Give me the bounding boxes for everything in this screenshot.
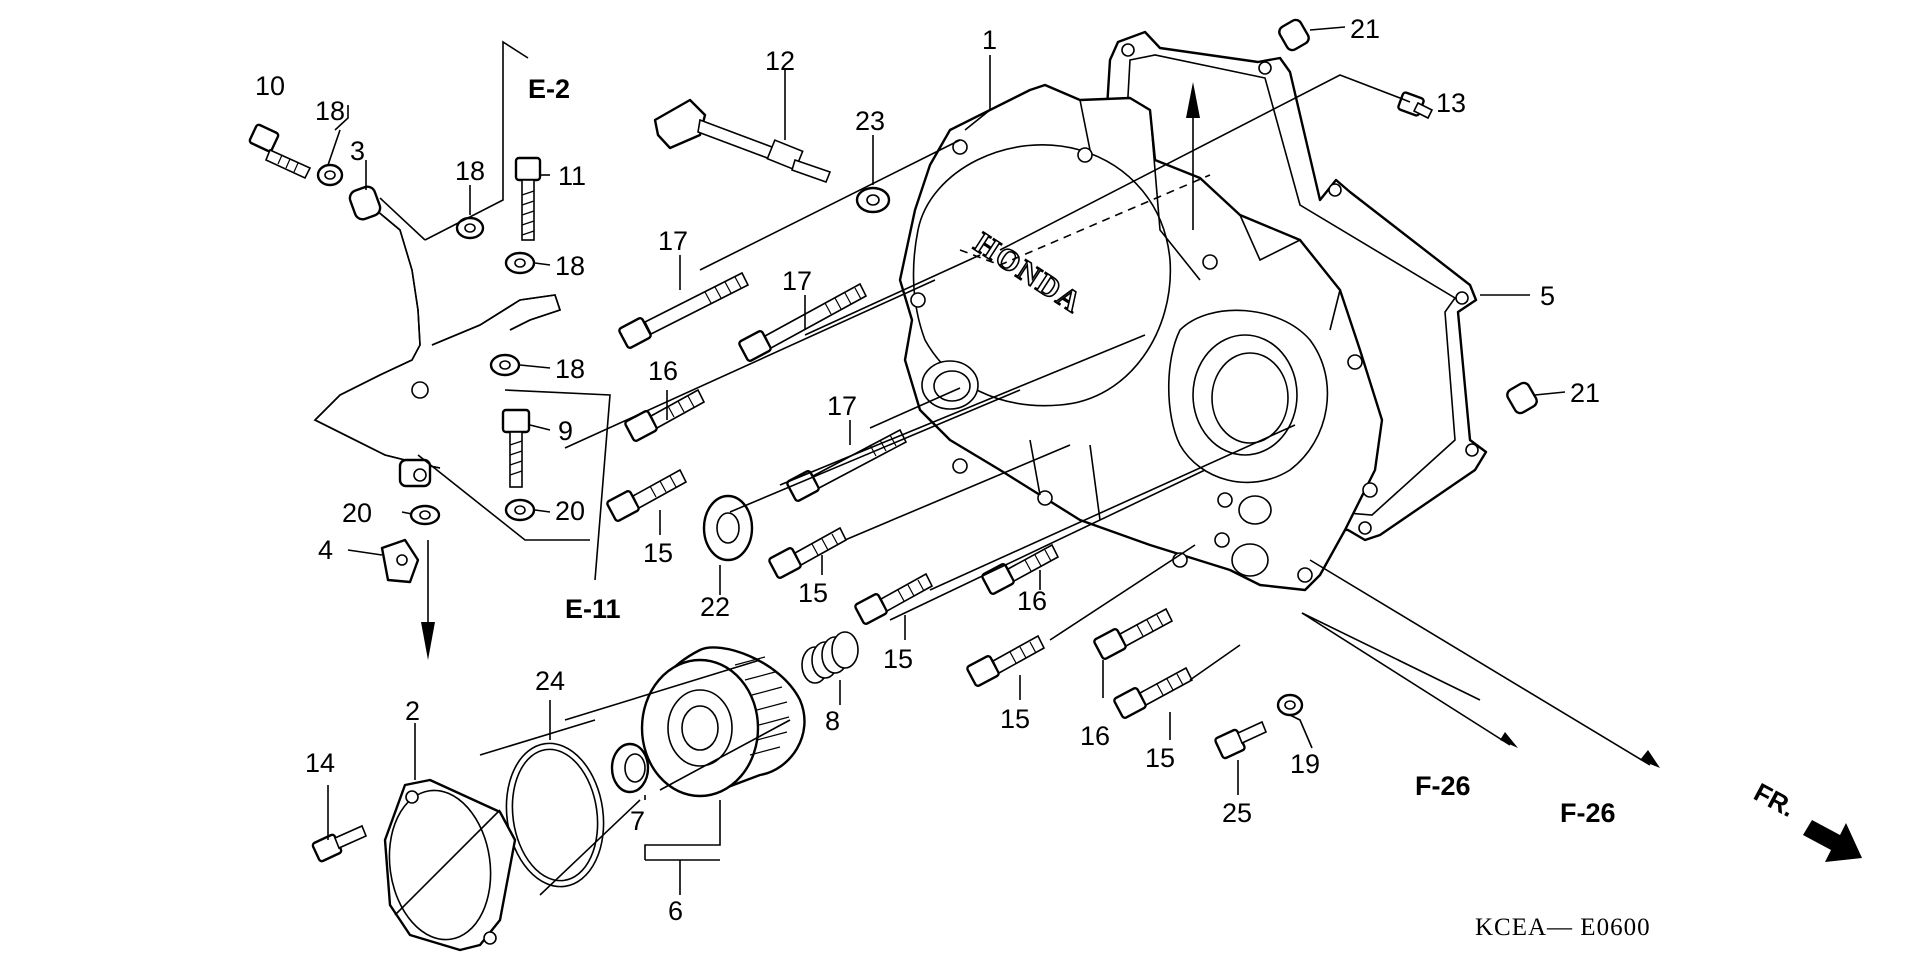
callout-21b: 21 — [1570, 378, 1600, 408]
callout-20b: 20 — [555, 496, 585, 526]
callout-labels: 1 2 3 4 5 6 7 8 9 10 11 12 13 14 15 15 1… — [255, 14, 1600, 926]
bolt-17b — [738, 282, 868, 362]
small-parts — [248, 18, 1538, 952]
callout-16b: 16 — [1017, 586, 1047, 616]
bolt-15b — [768, 526, 848, 579]
callout-18b: 18 — [455, 156, 485, 186]
bolt-15c — [854, 572, 934, 625]
diagram-code: KCEA— E0600 — [1475, 914, 1651, 941]
callout-25: 25 — [1222, 798, 1252, 828]
callout-16c: 16 — [1080, 721, 1110, 751]
front-direction-indicator: FR. — [1749, 777, 1862, 862]
callout-15e: 15 — [1145, 743, 1175, 773]
spring-8 — [801, 631, 859, 684]
callout-15a: 15 — [643, 538, 673, 568]
callout-18c: 18 — [555, 251, 585, 281]
bolt-17a — [618, 271, 750, 349]
callout-18a: 18 — [315, 96, 345, 126]
callout-3: 3 — [350, 136, 365, 166]
bolt-15a — [606, 468, 688, 522]
leader-lines — [327, 26, 1660, 916]
front-arrow-icon — [1803, 820, 1862, 862]
bolt-14 — [311, 824, 368, 863]
bolt-9 — [501, 408, 531, 488]
callout-8: 8 — [825, 706, 840, 736]
callout-10: 10 — [255, 71, 285, 101]
callout-12: 12 — [765, 46, 795, 76]
callout-16a: 16 — [648, 356, 678, 386]
bolt-10 — [248, 123, 312, 180]
reference-labels: E-2 E-11 F-26 F-26 — [528, 74, 1616, 828]
callout-2: 2 — [405, 696, 420, 726]
callout-19: 19 — [1290, 749, 1320, 779]
ref-e11: E-11 — [565, 594, 621, 624]
ref-f26-b: F-26 — [1560, 798, 1616, 828]
callout-9: 9 — [558, 416, 573, 446]
callout-5: 5 — [1540, 281, 1555, 311]
ref-e2: E-2 — [528, 74, 570, 104]
callout-4: 4 — [318, 535, 333, 565]
callout-17a: 17 — [658, 226, 688, 256]
callout-20a: 20 — [342, 498, 372, 528]
callout-15d: 15 — [1000, 704, 1030, 734]
callout-17c: 17 — [827, 391, 857, 421]
ref-f26-a: F-26 — [1415, 771, 1471, 801]
callout-11: 11 — [558, 161, 586, 191]
callout-21a: 21 — [1350, 14, 1380, 44]
callout-18d: 18 — [555, 354, 585, 384]
callout-23: 23 — [855, 106, 885, 136]
callout-24: 24 — [535, 666, 565, 696]
callout-17b: 17 — [782, 266, 812, 296]
callout-15b: 15 — [798, 578, 828, 608]
filter-cover — [383, 778, 517, 952]
bolt-11 — [514, 156, 542, 241]
bolt-15e — [1113, 666, 1194, 719]
callout-22: 22 — [700, 592, 730, 622]
sensor-12 — [653, 98, 832, 184]
callout-6: 6 — [668, 896, 683, 926]
bolt-15d — [966, 634, 1046, 687]
callout-13: 13 — [1436, 88, 1466, 118]
callout-14: 14 — [305, 748, 335, 778]
bolt-16c — [1093, 607, 1174, 660]
callout-1: 1 — [982, 25, 997, 55]
oil-pipe — [313, 185, 562, 488]
oil-filter — [640, 646, 806, 798]
callout-15c: 15 — [883, 644, 913, 674]
front-label: FR. — [1749, 777, 1800, 823]
callout-7: 7 — [630, 806, 645, 836]
